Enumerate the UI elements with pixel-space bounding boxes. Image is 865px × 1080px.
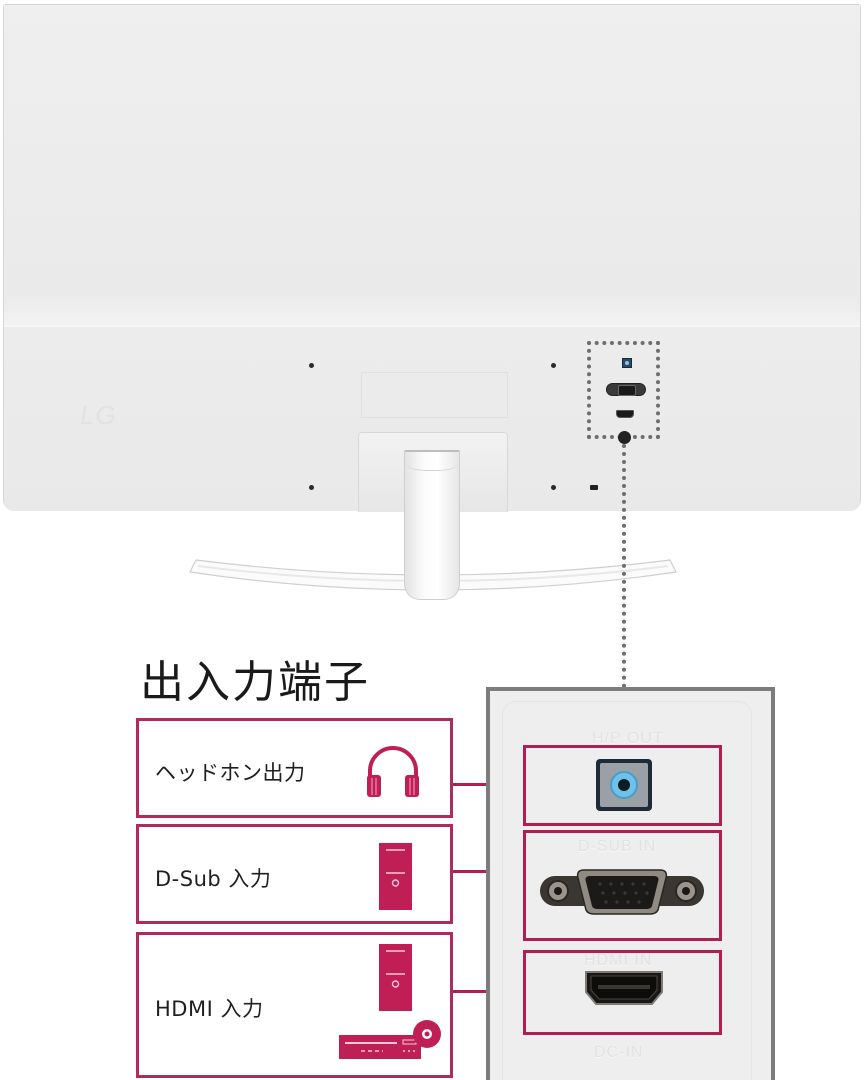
port-frame-dsub bbox=[523, 830, 722, 941]
kensington-slot-icon bbox=[590, 485, 598, 490]
port-frame-headphone bbox=[523, 745, 722, 826]
pc-tower-icon bbox=[379, 843, 412, 910]
vesa-hole-icon bbox=[309, 485, 314, 490]
hdmi-connector-icon bbox=[585, 971, 663, 1005]
label-plate bbox=[361, 372, 508, 418]
blu-ray-player-icon bbox=[339, 1020, 441, 1059]
legend-label: HDMI 入力 bbox=[155, 997, 264, 1021]
pc-tower-icon bbox=[379, 944, 412, 1011]
hdmi-port-icon bbox=[616, 410, 634, 418]
legend-headphone-output: ヘッドホン出力 bbox=[136, 718, 453, 818]
vesa-hole-icon bbox=[309, 363, 314, 368]
embossed-label-hdmi: HDMI IN bbox=[584, 952, 653, 969]
monitor-upper-panel bbox=[4, 5, 860, 327]
stand-neck bbox=[404, 450, 460, 600]
legend-dsub-input: D-Sub 入力 bbox=[136, 824, 453, 924]
brand-logo: LG bbox=[80, 400, 117, 430]
port-frame-hdmi bbox=[523, 950, 722, 1035]
callout-leader-line bbox=[622, 444, 626, 688]
headphone-jack-icon bbox=[596, 759, 652, 811]
vesa-hole-icon bbox=[551, 363, 556, 368]
legend-label: D-Sub 入力 bbox=[155, 867, 272, 891]
legend-label: ヘッドホン出力 bbox=[155, 761, 306, 785]
headphone-port-icon bbox=[622, 358, 632, 368]
monitor-back-view bbox=[3, 4, 861, 511]
dc-in-port-icon bbox=[618, 431, 631, 444]
embossed-label-dsub: D-SUB IN bbox=[578, 838, 657, 855]
vesa-hole-icon bbox=[551, 485, 556, 490]
embossed-label-dc-in: DC-IN bbox=[594, 1044, 644, 1061]
headphones-icon bbox=[367, 746, 419, 797]
dsub-port-icon bbox=[606, 383, 646, 396]
section-title: 出入力端子 bbox=[140, 657, 370, 708]
embossed-label-headphone: H/P OUT bbox=[592, 730, 664, 747]
legend-hdmi-input: HDMI 入力 bbox=[136, 932, 453, 1078]
dsub-connector-icon bbox=[540, 869, 704, 915]
port-panel-inner bbox=[502, 701, 752, 1080]
